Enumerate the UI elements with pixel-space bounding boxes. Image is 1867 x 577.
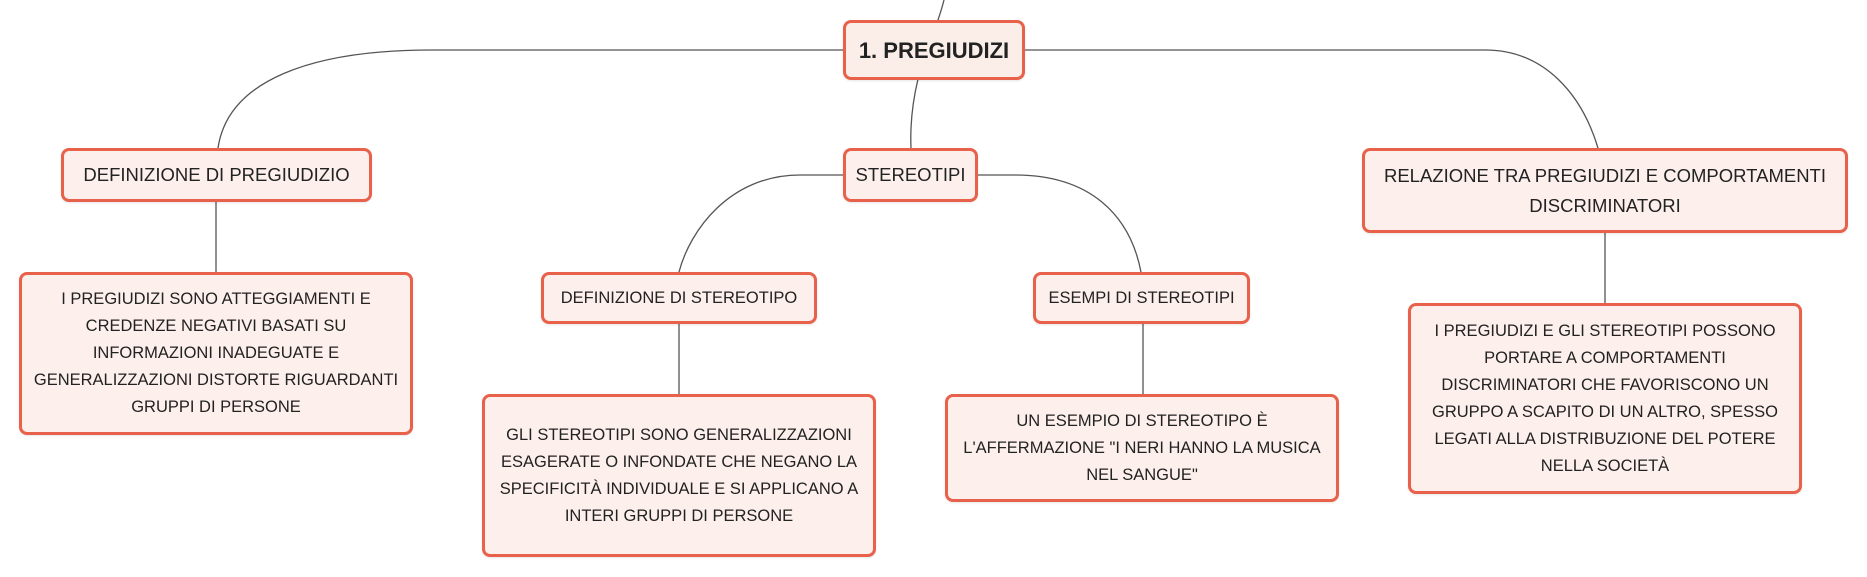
connector-root-to-relazione	[1025, 49, 1599, 149]
node-esempio-text[interactable]: UN ESEMPIO DI STEREOTIPO È L'AFFERMAZION…	[945, 394, 1339, 502]
node-stereotipo-text-label: GLI STEREOTIPI SONO GENERALIZZAZIONI ESA…	[499, 425, 859, 525]
node-relazione-text[interactable]: I PREGIUDIZI E GLI STEREOTIPI POSSONO PO…	[1408, 303, 1802, 494]
connector-root-to-stereotipi	[910, 78, 919, 149]
node-pregiudizio-text[interactable]: I PREGIUDIZI SONO ATTEGGIAMENTI E CREDEN…	[19, 272, 413, 435]
node-definizione-pregiudizio[interactable]: DEFINIZIONE DI PREGIUDIZIO	[61, 148, 372, 202]
connector-root-to-definizione-pregiudizio	[217, 49, 843, 149]
node-relazione-label: RELAZIONE TRA PREGIUDIZI E COMPORTAMENTI…	[1383, 164, 1826, 216]
root-node[interactable]: 1. PREGIUDIZI	[843, 20, 1025, 80]
node-esempio-text-label: UN ESEMPIO DI STEREOTIPO È L'AFFERMAZION…	[963, 411, 1321, 484]
connector-stereotipi-to-esempi	[978, 174, 1142, 273]
node-stereotipi[interactable]: STEREOTIPI	[843, 148, 978, 202]
node-esempi-stereotipi-label: ESEMPI DI STEREOTIPI	[1048, 288, 1235, 307]
node-definizione-stereotipo-label: DEFINIZIONE DI STEREOTIPO	[560, 288, 798, 307]
node-stereotipo-text[interactable]: GLI STEREOTIPI SONO GENERALIZZAZIONI ESA…	[482, 394, 876, 557]
node-pregiudizio-text-label: I PREGIUDIZI SONO ATTEGGIAMENTI E CREDEN…	[33, 290, 399, 416]
node-definizione-stereotipo[interactable]: DEFINIZIONE DI STEREOTIPO	[541, 272, 817, 324]
node-definizione-pregiudizio-label: DEFINIZIONE DI PREGIUDIZIO	[83, 164, 350, 185]
node-esempi-stereotipi[interactable]: ESEMPI DI STEREOTIPI	[1033, 272, 1250, 324]
connector-stereotipi-to-definizione-stereotipo	[678, 174, 843, 273]
node-stereotipi-label: STEREOTIPI	[855, 164, 966, 185]
connector-from-parent	[937, 0, 945, 21]
node-relazione[interactable]: RELAZIONE TRA PREGIUDIZI E COMPORTAMENTI…	[1362, 148, 1848, 233]
node-relazione-text-label: I PREGIUDIZI E GLI STEREOTIPI POSSONO PO…	[1432, 321, 1778, 475]
root-node-label: 1. PREGIUDIZI	[858, 37, 1010, 63]
